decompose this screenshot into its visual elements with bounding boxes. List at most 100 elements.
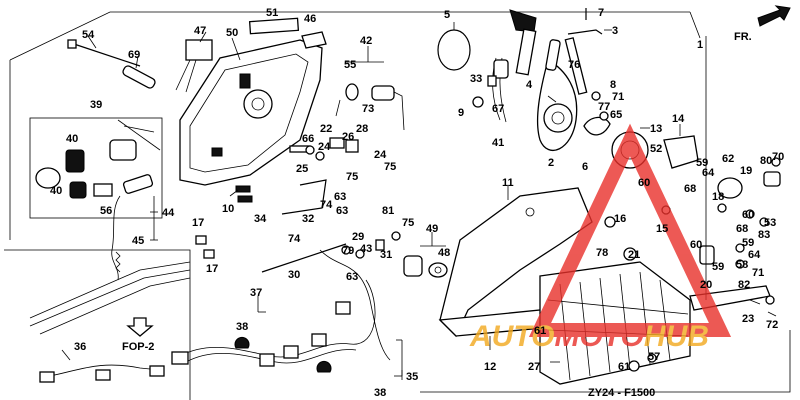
- callout-25: 25: [296, 163, 308, 175]
- diagram-code: ZY24 - F1500: [588, 387, 655, 399]
- callout-50: 50: [226, 27, 238, 39]
- callout-70: 70: [772, 151, 784, 163]
- part-62-ring: [717, 177, 743, 199]
- callout-3: 3: [612, 25, 618, 37]
- callout-64b: 64: [748, 249, 761, 261]
- callout-34: 34: [254, 213, 267, 225]
- callout-73: 73: [362, 103, 374, 115]
- callout-9: 9: [458, 107, 464, 119]
- callout-80: 80: [760, 155, 772, 167]
- callout-71a: 71: [612, 91, 624, 103]
- callout-26: 26: [342, 131, 354, 143]
- callout-58: 58: [736, 259, 748, 271]
- callout-42: 42: [360, 35, 372, 47]
- part-49-grommet: [403, 255, 448, 278]
- callout-46: 46: [304, 13, 316, 25]
- callout-72: 72: [766, 319, 778, 331]
- callout-1: 1: [697, 39, 703, 51]
- callout-19: 19: [740, 165, 752, 177]
- callout-24b: 24: [374, 149, 387, 161]
- callout-38b: 38: [374, 387, 386, 399]
- callout-16: 16: [614, 213, 626, 225]
- callout-74b: 74: [320, 199, 333, 211]
- callout-47: 47: [194, 25, 206, 37]
- callout-53: 53: [764, 217, 776, 229]
- callout-61a: 61: [534, 325, 546, 337]
- callout-15: 15: [656, 223, 668, 235]
- callout-22: 22: [320, 123, 332, 135]
- callout-71b: 71: [752, 267, 764, 279]
- part-51-plate: [248, 17, 300, 35]
- callout-21: 21: [628, 249, 640, 261]
- callout-20: 20: [700, 279, 712, 291]
- part-4-lever: [509, 9, 537, 76]
- assembly-frame: [9, 11, 791, 393]
- part-14-plate: [663, 135, 699, 169]
- part-80-clip: [763, 171, 781, 187]
- fop-2-arrow-icon: [126, 317, 154, 337]
- callout-7: 7: [598, 7, 604, 19]
- callout-33: 33: [470, 73, 482, 85]
- leader-lines: [61, 22, 777, 380]
- part-54-bolt: [67, 39, 141, 67]
- callout-63b: 63: [336, 205, 348, 217]
- callout-74a: 74: [288, 233, 301, 245]
- callout-41: 41: [492, 137, 504, 149]
- callout-54: 54: [82, 29, 95, 41]
- part-2-lever-body: [536, 39, 578, 152]
- callout-83: 83: [758, 229, 770, 241]
- front-arrow-icon: [757, 5, 791, 27]
- callout-57: 57: [648, 351, 660, 363]
- callout-75a: 75: [384, 161, 396, 173]
- callout-68a: 68: [684, 183, 696, 195]
- part-5-ring: [437, 29, 471, 71]
- callout-36: 36: [74, 341, 86, 353]
- callout-59c: 59: [712, 261, 724, 273]
- part-44-cable: [111, 174, 154, 281]
- callout-68b: 68: [736, 223, 748, 235]
- callout-81: 81: [382, 205, 394, 217]
- part-47-switch: [175, 39, 213, 93]
- callout-48: 48: [438, 247, 450, 259]
- part-70-nut: [771, 157, 781, 167]
- part-69-sleeve: [122, 65, 156, 89]
- callout-43: 43: [360, 243, 372, 255]
- callout-65: 65: [610, 109, 622, 121]
- callout-44: 44: [162, 207, 175, 219]
- callout-numbers: 1 2 3 4 5 6 7 8 9 10 11 12 13 14 15 16 1…: [50, 7, 784, 399]
- callout-78: 78: [596, 247, 608, 259]
- callout-77: 77: [598, 101, 610, 113]
- watermark-triangle-icon: [528, 123, 732, 337]
- callout-60b: 60: [742, 209, 754, 221]
- callout-76: 76: [568, 59, 580, 71]
- callout-37: 37: [250, 287, 262, 299]
- callout-75b: 75: [346, 171, 358, 183]
- part-42-assembly: [335, 83, 405, 131]
- watermark-text-1: AUTOMOTOHUB: [469, 320, 709, 353]
- front-label: FR.: [734, 31, 752, 43]
- callout-62: 62: [722, 153, 734, 165]
- callout-51: 51: [266, 7, 278, 19]
- part-35-harness: [171, 249, 391, 373]
- callout-63a: 63: [334, 191, 346, 203]
- part-17-fitting-a: [195, 235, 207, 245]
- part-46-clip: [301, 31, 327, 49]
- callout-12: 12: [484, 361, 496, 373]
- callout-23: 23: [742, 313, 754, 325]
- callout-60a: 60: [638, 177, 650, 189]
- part-17-fitting-b: [203, 249, 215, 259]
- fop-2-harness: [4, 249, 191, 400]
- callout-45: 45: [132, 235, 144, 247]
- callout-29: 29: [352, 231, 364, 243]
- callout-30: 30: [288, 269, 300, 281]
- callout-31: 31: [380, 249, 392, 261]
- part-30-rod: [261, 243, 347, 273]
- callout-66: 66: [302, 133, 314, 145]
- part-3-arm: [564, 29, 603, 95]
- part-6-cam: [583, 116, 611, 136]
- callout-17b: 17: [206, 263, 218, 275]
- callout-38a: 38: [236, 321, 248, 333]
- part-10-slots: [235, 185, 253, 203]
- callout-18: 18: [712, 191, 724, 203]
